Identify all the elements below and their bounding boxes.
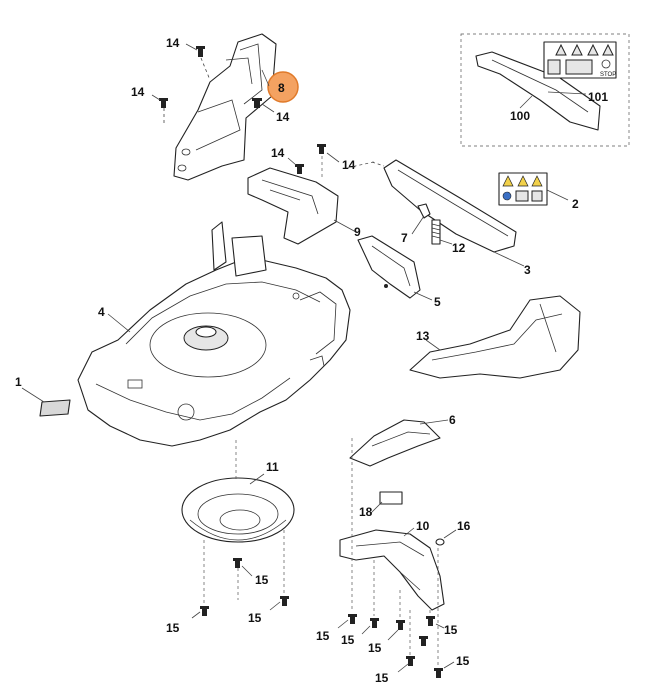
assembly-lines	[203, 156, 439, 668]
label-15-f: 15	[368, 641, 382, 655]
label-101: 101	[588, 90, 608, 104]
inset-deflector-part	[475, 51, 601, 131]
decal-part-2: 2	[498, 172, 579, 211]
label-15-i: 15	[375, 671, 389, 685]
screw-15-g: 15	[426, 616, 458, 637]
label-6: 6	[449, 413, 456, 427]
label-2: 2	[572, 197, 579, 211]
label-8: 8	[278, 81, 285, 95]
screw-14-b: 14	[131, 85, 168, 124]
label-13: 13	[416, 329, 430, 343]
label-15-b: 15	[166, 621, 180, 635]
label-3: 3	[524, 263, 531, 277]
screw-15-f: 15	[368, 620, 405, 655]
highlight-badge-8: 8	[267, 71, 299, 103]
washer-part-16: 16	[435, 519, 471, 546]
label-10: 10	[416, 519, 430, 533]
label-11: 11	[266, 460, 279, 474]
bracket-part-5: 5	[357, 235, 441, 309]
label-14-c: 14	[276, 110, 290, 124]
spring-part-12: 12	[431, 219, 466, 255]
label-18: 18	[359, 505, 373, 519]
bowl-part-11: 11	[181, 460, 295, 543]
screw-15-c: 15	[248, 596, 289, 625]
label-15-a: 15	[255, 573, 269, 587]
screw-15-i: 15	[375, 656, 415, 685]
label-15-g: 15	[444, 623, 458, 637]
label-14-a: 14	[166, 36, 180, 50]
insert-part-13: 13	[409, 295, 581, 379]
label-14-b: 14	[131, 85, 145, 99]
screw-14-a: 14	[166, 36, 211, 81]
screw-15-j: 15	[434, 654, 470, 678]
screw-14-d: 14	[271, 146, 304, 174]
pin-part-7: 7	[401, 203, 431, 245]
label-100: 100	[510, 109, 530, 123]
inset-panel: STOP 100 101	[460, 33, 630, 147]
screw-14-e: 14	[317, 144, 356, 172]
label-9: 9	[354, 225, 361, 239]
label-15-j: 15	[456, 654, 470, 668]
handle-bracket-part-8	[173, 33, 277, 181]
plate-part-1: 1	[15, 375, 71, 417]
label-15-e: 15	[341, 633, 355, 647]
label-15-c: 15	[248, 611, 262, 625]
cover-part-6: 6	[349, 413, 456, 467]
clip-part-18: 18	[359, 501, 383, 519]
screw-15-h	[419, 636, 428, 646]
label-15-d: 15	[316, 629, 330, 643]
mower-housing-part-4: 4	[77, 221, 351, 447]
label-4: 4	[98, 305, 105, 319]
screw-15-e: 15	[341, 618, 379, 647]
inset-warning-decal: STOP	[543, 41, 617, 79]
cover-part-9: 9	[247, 167, 361, 245]
screw-15-b: 15	[166, 606, 209, 635]
screw-15-a: 15	[233, 558, 269, 587]
label-16: 16	[457, 519, 471, 533]
chute-part-10: 10	[339, 491, 445, 611]
label-12: 12	[452, 241, 466, 255]
inset-dashed-border	[460, 33, 630, 147]
label-14-e: 14	[342, 158, 356, 172]
label-5: 5	[434, 295, 441, 309]
label-7: 7	[401, 231, 408, 245]
deflector-part-3: 3	[371, 159, 531, 277]
screw-14-c: 14	[252, 98, 290, 124]
label-1: 1	[15, 375, 22, 389]
label-14-d: 14	[271, 146, 285, 160]
stop-text: STOP	[600, 72, 616, 78]
screw-15-d: 15	[316, 614, 357, 643]
